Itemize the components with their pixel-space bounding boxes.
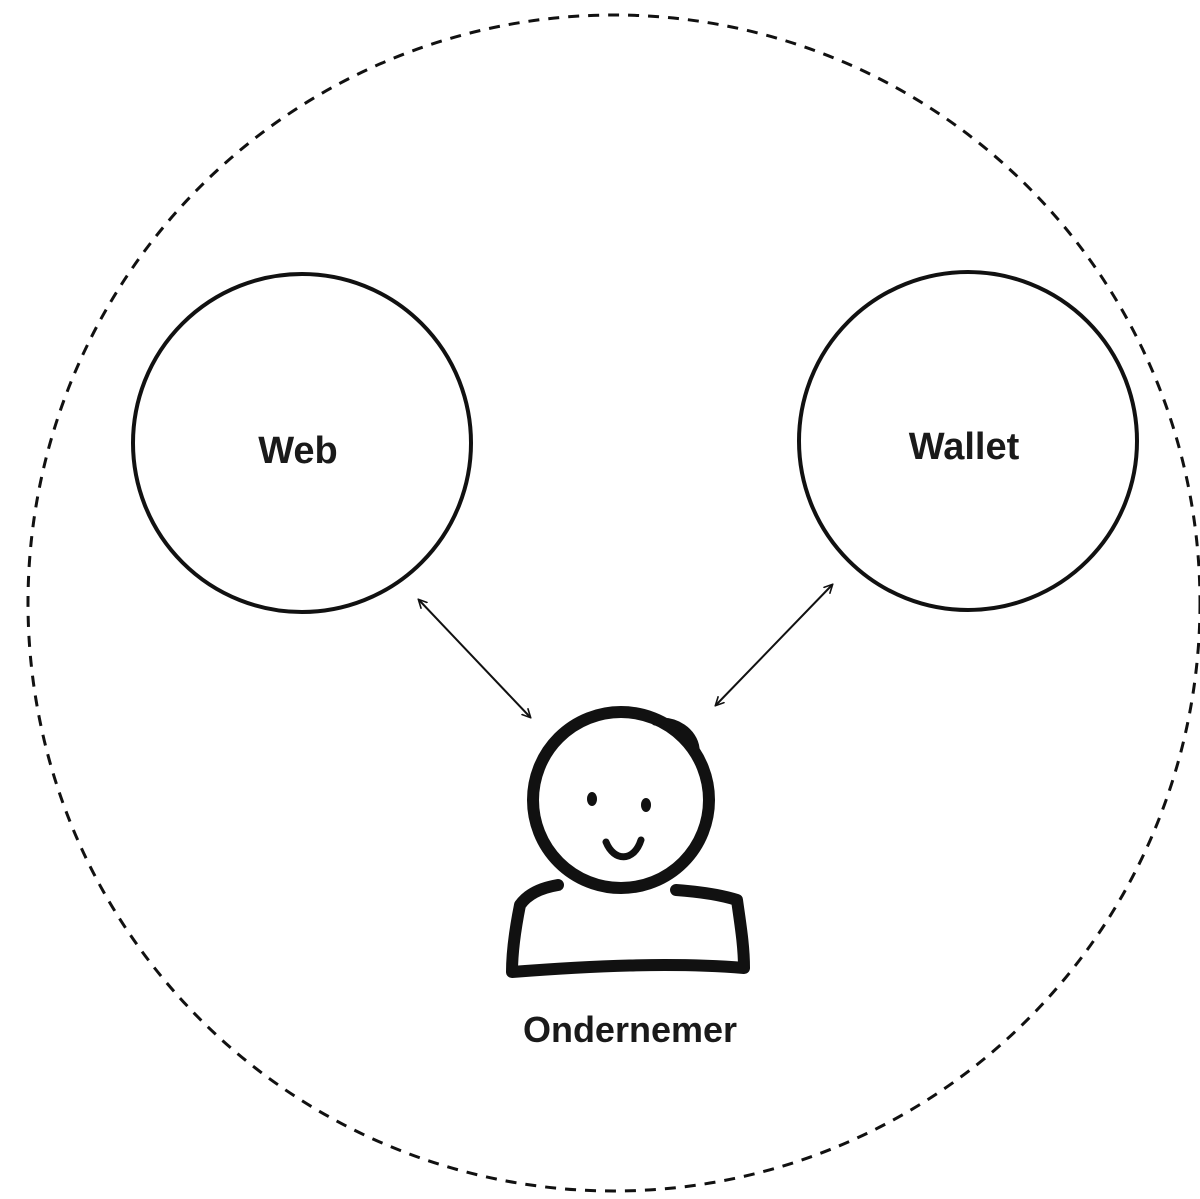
web-actor-arrow [419, 600, 530, 717]
web-node[interactable]: Web [131, 272, 473, 614]
actor-label: Ondernemer [523, 1009, 737, 1050]
boundary-circle [26, 13, 1200, 1193]
wallet-node[interactable]: Wallet [797, 270, 1139, 612]
person-hair-stroke [651, 717, 700, 752]
wallet-label: Wallet [909, 426, 1020, 468]
person-right-eye [641, 798, 651, 812]
wallet-actor-arrow [716, 585, 832, 705]
person-icon [506, 706, 750, 978]
person-head [527, 706, 715, 894]
person-left-eye [587, 792, 597, 806]
web-label: Web [258, 430, 338, 472]
person-torso [506, 879, 750, 978]
person-smile [602, 836, 645, 861]
wallet-circle [797, 270, 1139, 612]
web-circle [131, 272, 473, 614]
